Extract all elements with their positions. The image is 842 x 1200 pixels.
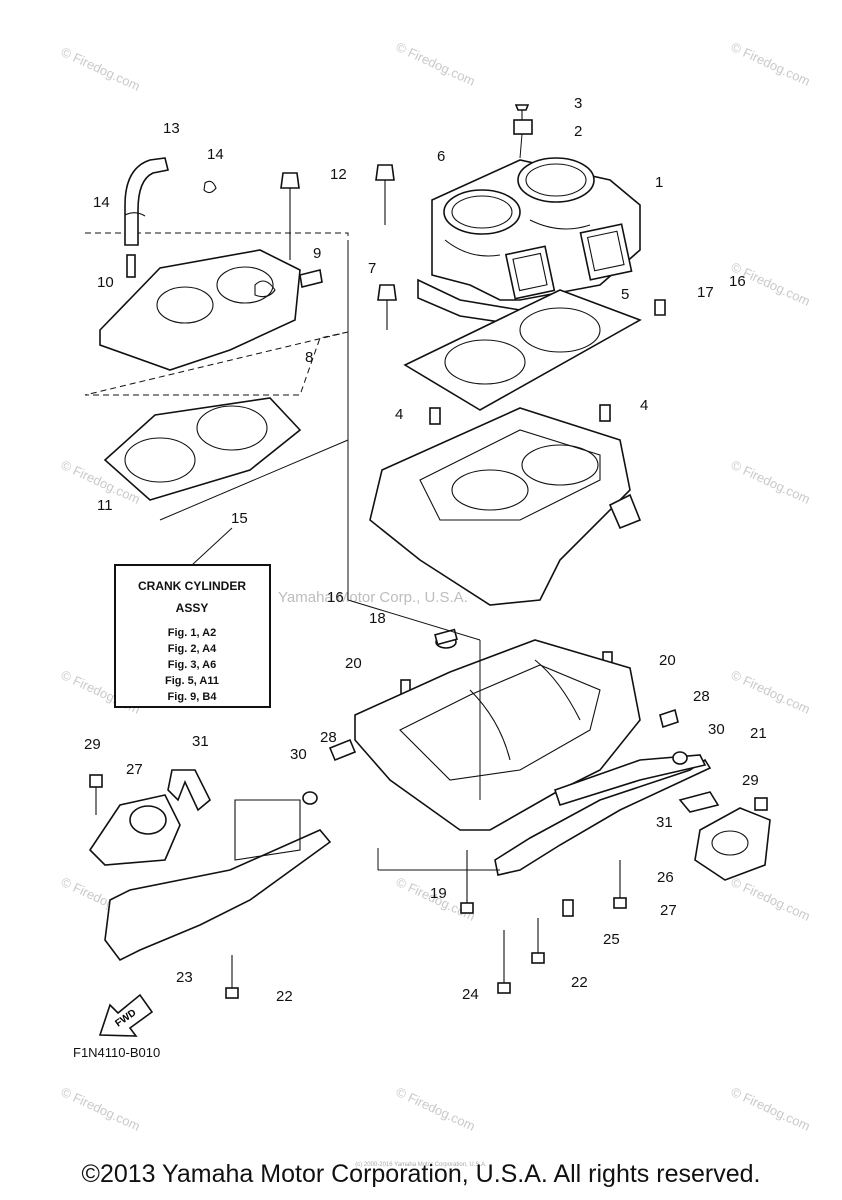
- cylinder-block-part: [417, 157, 641, 326]
- callout-6: 6: [437, 148, 445, 165]
- ref-box-line: Fig. 2, A4: [168, 643, 217, 655]
- dowel-parts: [400, 628, 613, 699]
- callout-30: 30: [708, 721, 725, 738]
- clip-screw-part: [513, 104, 533, 159]
- callout-31: 31: [656, 814, 673, 831]
- cylinder-gasket-part: [403, 289, 642, 411]
- head-gasket-part: [103, 397, 302, 501]
- callout-15: 15: [231, 510, 248, 527]
- watermark: © Firedog.com: [729, 874, 813, 924]
- watermark: © Firedog.com: [729, 457, 813, 507]
- callout-8: 8: [305, 349, 313, 366]
- callout-1: 1: [655, 174, 663, 191]
- watermark: © Firedog.com: [729, 39, 813, 89]
- assembly-lines: [159, 240, 500, 871]
- callout-23: 23: [176, 969, 193, 986]
- center-watermark: Yamaha Motor Corp., U.S.A.: [278, 589, 468, 606]
- figure-code: F1N4110-B010: [73, 1045, 160, 1060]
- ref-box-line: Fig. 9, B4: [168, 691, 218, 703]
- callout-24: 24: [462, 986, 479, 1003]
- callout-13: 13: [163, 120, 180, 137]
- callout-26: 26: [657, 869, 674, 886]
- watermark: © Firedog.com: [394, 1084, 478, 1134]
- watermark: © Firedog.com: [59, 44, 143, 94]
- callout-9: 9: [313, 245, 321, 262]
- ref-box-title-line2: ASSY: [176, 601, 209, 615]
- ref-box-title-line1: CRANK CYLINDER: [138, 579, 246, 593]
- callout-31: 31: [192, 733, 209, 750]
- callout-4: 4: [640, 397, 648, 414]
- watermark: © Firedog.com: [729, 667, 813, 717]
- callout-28: 28: [693, 688, 710, 705]
- callout-12: 12: [330, 166, 347, 183]
- mount-bracket-left-part: [104, 799, 332, 962]
- watermark: © Firedog.com: [394, 39, 478, 89]
- callout-16: 16: [327, 589, 344, 606]
- callout-29: 29: [742, 772, 759, 789]
- ref-box-line: Fig. 5, A11: [165, 675, 219, 687]
- callout-16: 16: [729, 273, 746, 290]
- callout-30: 30: [290, 746, 307, 763]
- fwd-arrow: FWD: [98, 993, 154, 1037]
- callout-22: 22: [571, 974, 588, 991]
- reference-box: CRANK CYLINDER ASSY Fig. 1, A2 Fig. 2, A…: [114, 527, 271, 708]
- engine-mount-part: [88, 794, 771, 881]
- ref-box-line: Fig. 1, A2: [168, 627, 217, 639]
- callout-21: 21: [750, 725, 767, 742]
- callout-25: 25: [603, 931, 620, 948]
- callout-3: 3: [574, 95, 582, 112]
- tiny-copyright: (c) 2000-2016 Yamaha Motor Corporation, …: [355, 1162, 487, 1168]
- ref-box-line: Fig. 3, A6: [168, 659, 217, 671]
- callout-7: 7: [368, 260, 376, 277]
- hose-part: [124, 157, 217, 246]
- mount-bracket-right-part: [494, 754, 712, 876]
- callout-22: 22: [276, 988, 293, 1005]
- callout-27: 27: [126, 761, 143, 778]
- watermark: © Firedog.com: [59, 1084, 143, 1134]
- callout-17: 17: [697, 284, 714, 301]
- bolt-parts: [280, 164, 666, 330]
- head-cover-group: [84, 232, 349, 396]
- callout-27: 27: [660, 902, 677, 919]
- callout-20: 20: [659, 652, 676, 669]
- watermark: © Firedog.com: [729, 1084, 813, 1134]
- callout-5: 5: [621, 286, 629, 303]
- callout-10: 10: [97, 274, 114, 291]
- callout-14: 14: [207, 146, 224, 163]
- lower-crankcase-part: [354, 639, 641, 831]
- callout-29: 29: [84, 736, 101, 753]
- callout-2: 2: [574, 123, 582, 140]
- copyright-footer: ©2013 Yamaha Motor Corporation, U.S.A. A…: [81, 1160, 761, 1188]
- callout-18: 18: [369, 610, 386, 627]
- callout-14: 14: [93, 194, 110, 211]
- misc-bolts: [89, 708, 768, 999]
- callout-4: 4: [395, 406, 403, 423]
- upper-crankcase-part: [369, 404, 642, 606]
- callout-19: 19: [430, 885, 447, 902]
- callout-28: 28: [320, 729, 337, 746]
- callout-11: 11: [97, 497, 113, 514]
- callout-20: 20: [345, 655, 362, 672]
